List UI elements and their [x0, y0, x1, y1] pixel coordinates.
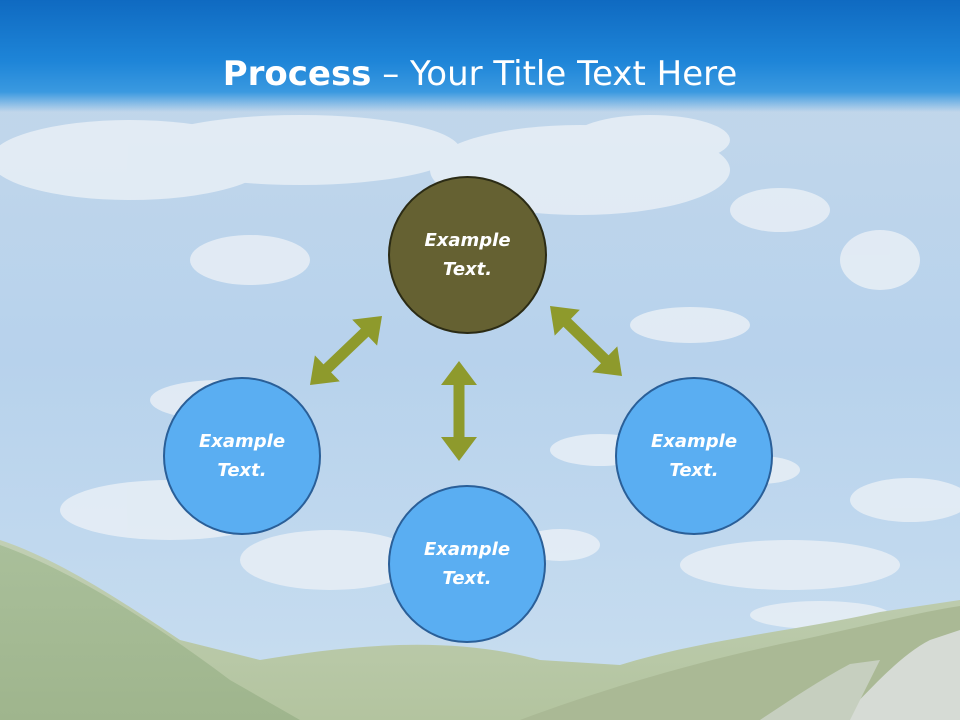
diagram-node-bottom: Example Text.	[388, 485, 546, 643]
node-left-label: Example Text.	[198, 431, 286, 481]
double-arrow-top-right	[550, 306, 622, 376]
title-bold: Process	[222, 54, 372, 94]
node-right-label: Example Text.	[650, 431, 738, 481]
title-rest: – Your Title Text Here	[371, 54, 738, 94]
node-top-label: Example Text.	[424, 230, 511, 280]
slide-title: Process – Your Title Text Here	[0, 52, 960, 96]
diagram-node-right: Example Text.	[615, 377, 773, 535]
node-bottom-label: Example Text.	[423, 539, 511, 589]
diagram-node-left: Example Text.	[163, 377, 321, 535]
title-bar	[0, 0, 960, 112]
diagram-node-top: Example Text.	[388, 176, 547, 334]
double-arrow-top-left	[310, 316, 382, 385]
double-arrow-top-bottom	[441, 361, 477, 461]
